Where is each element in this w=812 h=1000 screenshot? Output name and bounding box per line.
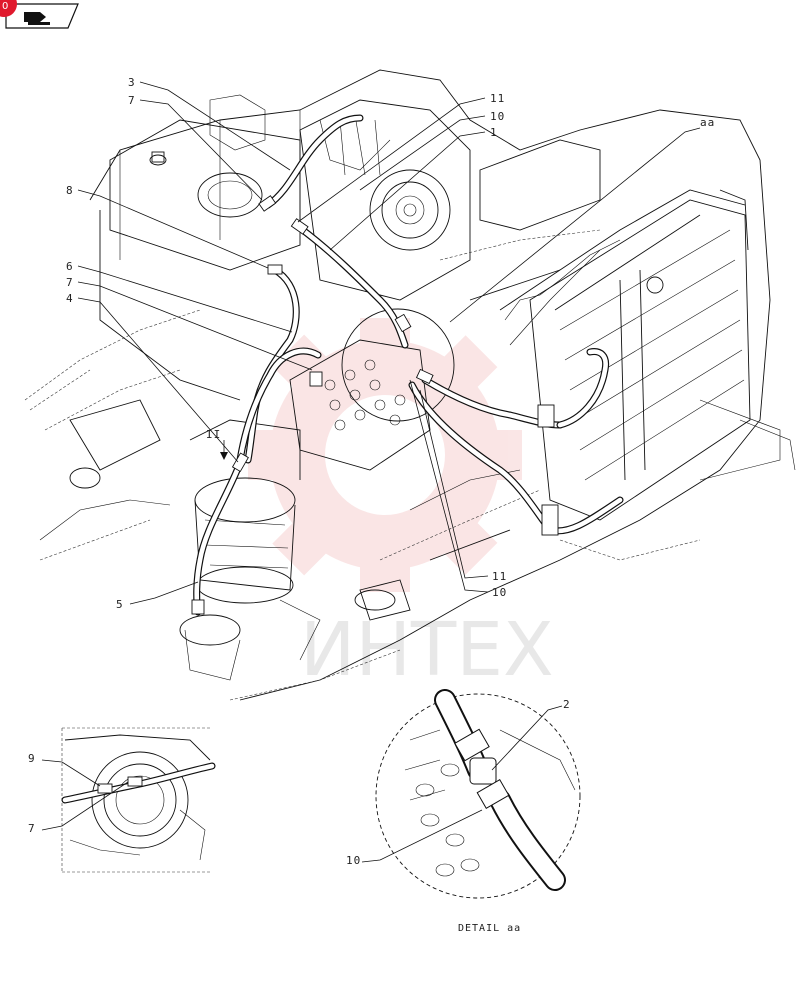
nav-button[interactable] bbox=[5, 3, 79, 29]
callout-7b: 7 bbox=[66, 276, 74, 289]
leader-lines bbox=[77, 81, 701, 605]
callout-9: 9 bbox=[28, 752, 36, 765]
inset-view: 9 7 bbox=[28, 727, 216, 873]
callout-4: 4 bbox=[66, 292, 74, 305]
callout-2: 2 bbox=[563, 698, 571, 711]
watermark-text: ИНТЕХ bbox=[300, 607, 554, 693]
detail-aa: 2 10 DETAIL aa bbox=[346, 689, 581, 934]
callout-3: 3 bbox=[128, 76, 136, 89]
callout-7: 7 bbox=[128, 94, 136, 107]
callout-10c: 10 bbox=[346, 854, 361, 867]
callout-8: 8 bbox=[66, 184, 74, 197]
callout-ii: II bbox=[206, 428, 221, 441]
callout-1: 1 bbox=[490, 126, 498, 139]
notification-badge: 0 bbox=[0, 0, 17, 17]
callout-aa: aa bbox=[700, 116, 715, 129]
callout-5: 5 bbox=[116, 598, 124, 611]
callout-10: 10 bbox=[490, 110, 505, 123]
callout-6: 6 bbox=[66, 260, 74, 273]
book-arrow-icon bbox=[24, 12, 50, 25]
machine-frame bbox=[24, 69, 796, 701]
callout-7c: 7 bbox=[28, 822, 36, 835]
detail-caption: DETAIL aa bbox=[458, 923, 521, 934]
callouts: 3 7 8 6 7 4 5 11 10 1 aa 11 10 II bbox=[66, 76, 715, 611]
callout-10b: 10 bbox=[492, 586, 507, 599]
watermark-logo bbox=[248, 318, 522, 592]
callout-11b: 11 bbox=[492, 570, 507, 583]
hoses bbox=[191, 114, 624, 616]
badge-count: 0 bbox=[2, 1, 8, 12]
callout-11: 11 bbox=[490, 92, 505, 105]
